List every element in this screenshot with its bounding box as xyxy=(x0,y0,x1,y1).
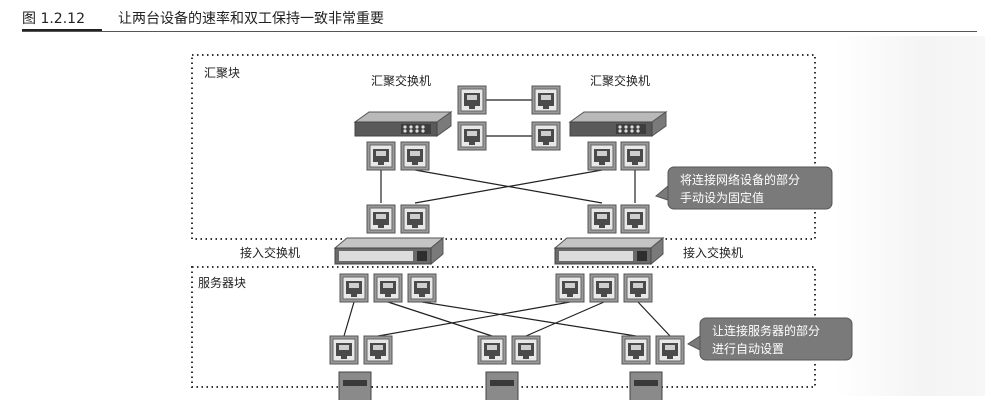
port-icon xyxy=(623,273,653,303)
port-icon xyxy=(587,204,617,234)
port-icon xyxy=(373,273,403,303)
callout-fixed-line-2: 手动设为固定值 xyxy=(680,190,764,205)
figure-number-underline xyxy=(22,29,102,32)
port-icon xyxy=(400,204,430,234)
callout-fixed-line-1: 将连接网络设备的部分 xyxy=(680,172,800,187)
port-icon xyxy=(589,273,619,303)
port-icon xyxy=(329,335,359,365)
server-icon xyxy=(338,371,372,400)
port-icon xyxy=(620,204,650,234)
figure-number: 图 1.2.12 xyxy=(22,11,85,27)
port-icon xyxy=(531,85,561,115)
port-icon xyxy=(457,121,487,151)
access-switch-right-icon xyxy=(554,237,664,265)
port-icon xyxy=(363,335,393,365)
background-shade xyxy=(835,36,985,396)
port-icon xyxy=(339,273,369,303)
agg-switch-left-label: 汇聚交换机 xyxy=(371,73,431,88)
callout-fixed-value: 将连接网络设备的部分 手动设为固定值 xyxy=(654,166,833,210)
access-switch-right-label: 接入交换机 xyxy=(683,245,743,260)
port-icon xyxy=(620,141,650,171)
port-icon xyxy=(511,335,541,365)
port-icon xyxy=(531,121,561,151)
port-icon xyxy=(555,273,585,303)
agg-switch-right-icon xyxy=(569,111,667,137)
figure-header: 图 1.2.12 让两台设备的速率和双工保持一致非常重要 xyxy=(0,0,997,36)
port-icon xyxy=(477,335,507,365)
figure-title: 让两台设备的速率和双工保持一致非常重要 xyxy=(118,11,384,27)
callout-auto-line-2: 进行自动设置 xyxy=(712,342,784,356)
network-links xyxy=(343,99,671,337)
agg-switch-right-label: 汇聚交换机 xyxy=(590,73,650,88)
port-icon xyxy=(587,141,617,171)
callout-auto-setting: 让连接服务器的部分 进行自动设置 xyxy=(687,317,853,361)
port-icon xyxy=(457,85,487,115)
server-block-label: 服务器块 xyxy=(198,275,246,290)
header-rule xyxy=(22,31,977,32)
server-icon xyxy=(485,371,519,400)
port-icon xyxy=(366,204,396,234)
port-icon xyxy=(621,335,651,365)
port-icon xyxy=(366,141,396,171)
aggregation-block-label: 汇聚块 xyxy=(204,66,240,80)
server-icon xyxy=(629,371,663,400)
aggregation-block-border xyxy=(191,54,816,240)
access-switch-left-icon xyxy=(334,237,444,265)
port-icon xyxy=(655,335,685,365)
access-switch-left-label: 接入交换机 xyxy=(240,245,300,260)
port-icon xyxy=(400,141,430,171)
callout-auto-line-1: 让连接服务器的部分 xyxy=(712,323,820,338)
port-icon xyxy=(407,273,437,303)
server-block-border xyxy=(191,266,816,388)
agg-switch-left-icon xyxy=(354,111,452,137)
